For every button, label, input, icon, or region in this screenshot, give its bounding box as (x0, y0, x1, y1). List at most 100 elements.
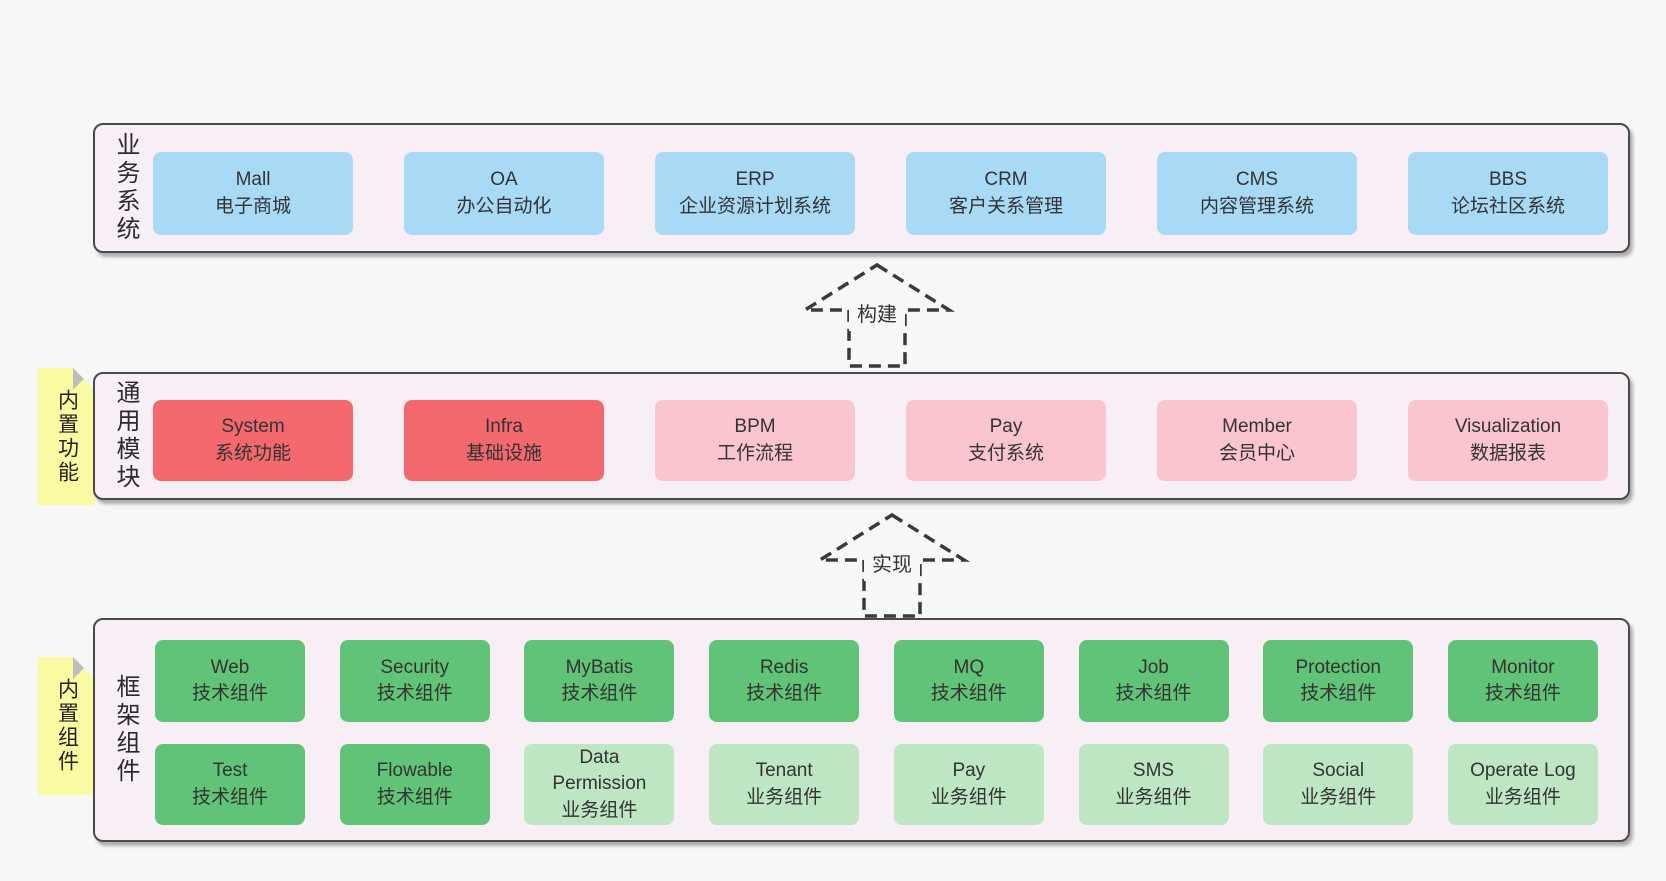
box-mybatis: MyBatis 技术组件 (524, 640, 675, 722)
box-crm: CRM 客户关系管理 (906, 152, 1106, 235)
band-business-systems-label: 业务系统 (112, 132, 139, 244)
box-subtitle: 技术组件 (191, 683, 268, 704)
box-title: Job (1138, 656, 1169, 678)
box-subtitle: 业务组件 (561, 799, 638, 821)
box-title: Test (212, 760, 248, 782)
box-pay-module: Pay 支付系统 (906, 400, 1106, 481)
box-subtitle: 技术组件 (1484, 683, 1561, 704)
box-title: BPM (734, 416, 776, 438)
box-title: CRM (984, 169, 1028, 191)
box-title: Operate Log (1470, 760, 1576, 782)
box-title: System (221, 416, 285, 438)
box-subtitle: 技术组件 (191, 786, 268, 808)
folded-corner (73, 657, 95, 679)
framework-row-1: Web 技术组件 Security 技术组件 MyBatis 技术组件 Redi… (155, 640, 1598, 722)
box-subtitle: 工作流程 (716, 442, 793, 464)
box-subtitle: 内容管理系统 (1199, 195, 1314, 217)
box-subtitle: 数据报表 (1469, 442, 1546, 464)
box-infra: Infra 基础设施 (404, 400, 604, 481)
box-subtitle: 技术组件 (561, 683, 638, 704)
box-subtitle: 技术组件 (746, 683, 823, 704)
box-subtitle: 技术组件 (1115, 683, 1192, 704)
box-title: MQ (953, 656, 985, 678)
box-cms: CMS 内容管理系统 (1157, 152, 1357, 235)
band-common-modules-label: 通用模块 (112, 380, 139, 492)
box-member: Member 会员中心 (1157, 400, 1357, 481)
box-title: BBS (1488, 169, 1528, 191)
box-visualization: Visualization 数据报表 (1408, 400, 1608, 481)
box-pay-component: Pay 业务组件 (893, 744, 1044, 825)
box-title: MyBatis (565, 656, 634, 678)
box-mq: MQ 技术组件 (893, 640, 1044, 722)
box-title: Tenant (755, 760, 813, 782)
folded-corner (73, 368, 95, 390)
band-business-systems: 业务系统 Mall 电子商城 OA 办公自动化 ERP 企业资源计划系统 CRM… (93, 123, 1630, 253)
box-subtitle: 业务组件 (930, 786, 1007, 808)
box-subtitle: 支付系统 (967, 442, 1044, 464)
box-title: Pay (989, 416, 1023, 438)
sticky-note-text: 内置组件 (55, 678, 79, 774)
arrow-outline (813, 512, 971, 618)
framework-row-2: Test 技术组件 Flowable 技术组件 Data Permission … (155, 744, 1598, 825)
box-title: SMS (1132, 760, 1175, 782)
box-tenant: Tenant 业务组件 (709, 744, 860, 825)
arrow-label-bg (849, 297, 905, 331)
box-title: Security (380, 656, 450, 678)
box-bbs: BBS 论坛社区系统 (1408, 152, 1608, 235)
box-subtitle: 业务组件 (746, 786, 823, 808)
box-bpm: BPM 工作流程 (655, 400, 855, 481)
box-test: Test 技术组件 (155, 744, 305, 825)
box-operate-log: Operate Log 业务组件 (1447, 744, 1598, 825)
box-subtitle: 业务组件 (1484, 786, 1561, 808)
box-title: Member (1222, 416, 1292, 438)
box-subtitle: 系统功能 (214, 442, 291, 464)
box-subtitle: 企业资源计划系统 (678, 195, 831, 217)
arrow-outline (798, 262, 956, 368)
box-title: Flowable (376, 760, 453, 782)
box-subtitle: 办公自动化 (456, 195, 552, 217)
box-title: CMS (1235, 169, 1279, 191)
box-protection: Protection 技术组件 (1263, 640, 1414, 722)
box-monitor: Monitor 技术组件 (1447, 640, 1598, 722)
sticky-note-text: 内置功能 (55, 388, 79, 485)
box-subtitle: 客户关系管理 (948, 195, 1063, 217)
box-redis: Redis 技术组件 (709, 640, 860, 722)
box-title: Infra (484, 416, 524, 438)
box-system: System 系统功能 (153, 400, 353, 481)
arrow-label-bg (864, 547, 920, 581)
box-flowable: Flowable 技术组件 (339, 744, 490, 825)
arrow-implement-label: 实现 (872, 553, 912, 576)
sticky-note-built-in-features: 内置功能 (38, 368, 95, 505)
box-subtitle: 技术组件 (1300, 683, 1377, 704)
band-framework-components-label: 框架组件 (112, 674, 139, 786)
box-subtitle: 基础设施 (465, 442, 542, 464)
box-subtitle: 会员中心 (1218, 442, 1295, 464)
dashed-up-arrow-build: 构建 (798, 262, 956, 368)
box-subtitle: 业务组件 (1300, 786, 1377, 808)
box-title: Pay (952, 760, 986, 782)
box-subtitle: 技术组件 (930, 683, 1007, 704)
box-title: Protection (1295, 656, 1381, 678)
box-security: Security 技术组件 (339, 640, 490, 722)
box-title: Mall (235, 169, 271, 191)
box-title: Redis (759, 656, 809, 678)
box-title: OA (490, 169, 518, 191)
box-title: Visualization (1454, 416, 1562, 438)
box-web: Web 技术组件 (155, 640, 305, 722)
box-subtitle: 业务组件 (1115, 786, 1192, 808)
box-title: Monitor (1491, 656, 1555, 678)
dashed-up-arrow-implement: 实现 (813, 512, 971, 618)
box-mall: Mall 电子商城 (153, 152, 353, 235)
box-title: ERP (735, 169, 775, 191)
box-data-permission: Data Permission 业务组件 (524, 744, 675, 825)
box-title: Social (1312, 760, 1365, 782)
sticky-note-built-in-components: 内置组件 (38, 657, 95, 795)
band-common-modules: 通用模块 System 系统功能 Infra 基础设施 BPM 工作流程 Pay… (93, 372, 1630, 500)
box-subtitle: 电子商城 (214, 195, 291, 217)
common-modules-row: System 系统功能 Infra 基础设施 BPM 工作流程 Pay 支付系统… (153, 400, 1608, 481)
box-subtitle: 论坛社区系统 (1450, 195, 1565, 217)
box-subtitle: 技术组件 (376, 683, 453, 704)
box-social: Social 业务组件 (1263, 744, 1414, 825)
box-oa: OA 办公自动化 (404, 152, 604, 235)
